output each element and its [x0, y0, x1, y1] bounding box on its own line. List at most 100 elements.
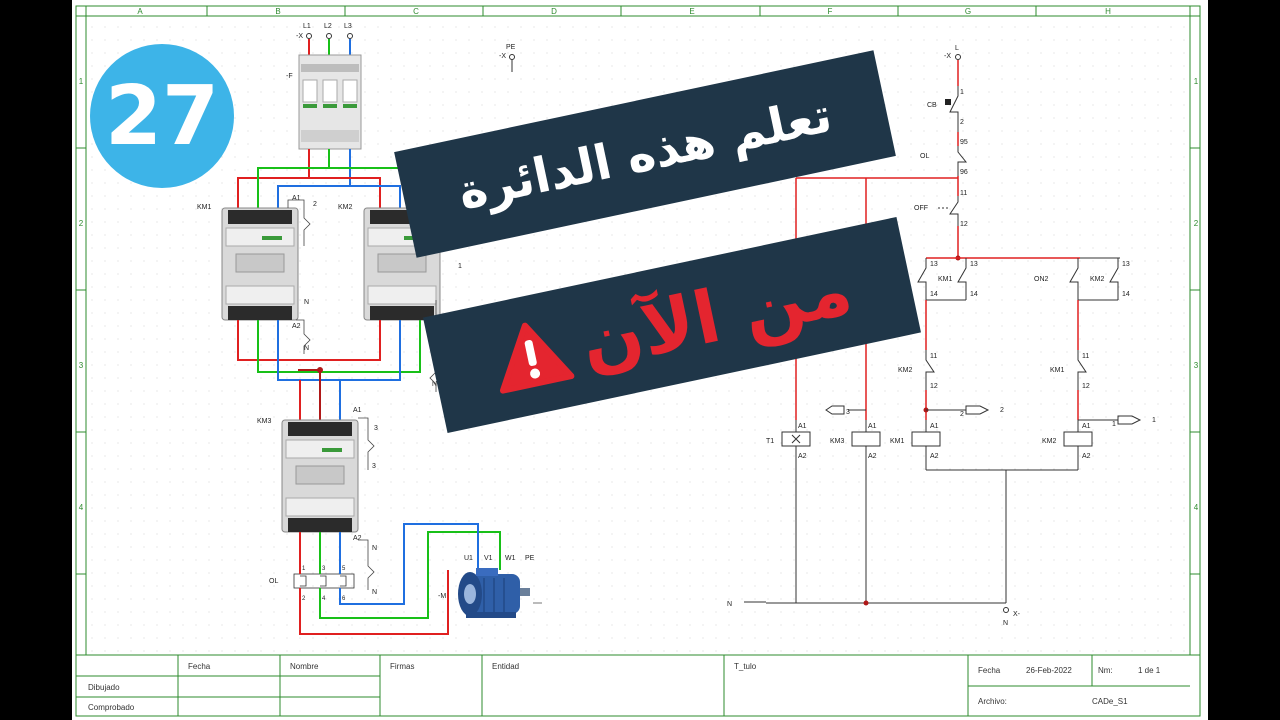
grid-col-d: D: [551, 7, 557, 16]
km2-label: KM2: [338, 204, 353, 211]
grid-col-e: E: [689, 7, 694, 16]
km3-a1-label: A1: [353, 407, 362, 414]
contactor-km3: [281, 419, 359, 533]
km2-coil-label: KM2: [1042, 438, 1057, 445]
km2-coil: [1063, 431, 1093, 447]
grid-col-b: B: [275, 7, 280, 16]
grid-row-3: 3: [79, 361, 84, 370]
motor: [458, 568, 530, 618]
overload-relay-symbol: [293, 573, 355, 589]
grid-row-1-right: 1: [1194, 77, 1199, 86]
arrow-1-b: 1: [1152, 417, 1156, 424]
grid-col-h: H: [1105, 7, 1111, 16]
tb-fecha: Fecha: [188, 662, 211, 671]
arrow-2-a: 2: [960, 411, 964, 418]
arrow-2-b: 2: [1000, 407, 1004, 414]
km2-coil-a1: A1: [1082, 423, 1091, 430]
episode-badge: 27: [90, 44, 234, 188]
breaker-label: -F: [286, 73, 293, 80]
tb-fecha-right: Fecha: [978, 666, 1001, 675]
km3-label: KM3: [257, 418, 272, 425]
warning-icon: [499, 322, 575, 394]
neutral-left: N: [727, 601, 732, 608]
control-l-label: L: [955, 45, 959, 52]
off-label: OFF: [914, 205, 928, 212]
km2-nc-label: KM2: [898, 367, 913, 374]
cb-label: CB: [927, 102, 937, 109]
grid-col-f: F: [828, 7, 833, 16]
km1-hold-label: KM1: [938, 276, 953, 283]
x-terminal: X-: [1013, 611, 1021, 618]
grid-row-4-right: 4: [1194, 503, 1199, 512]
km1-coil-a2: A2: [930, 453, 939, 460]
tb-num-value: 1 de 1: [1138, 666, 1161, 675]
km3-n-label: N: [372, 545, 377, 552]
km1-nc-label: KM1: [1050, 367, 1065, 374]
km2-nc-12: 12: [930, 383, 938, 390]
on2-label: ON2: [1034, 276, 1049, 283]
km1-a2-label: A2: [292, 323, 301, 330]
on1-term-13b: 13: [970, 261, 978, 268]
contactor-km1: [221, 207, 299, 321]
motor-u1: U1: [464, 555, 473, 562]
neutral-bottom: N: [1003, 620, 1008, 627]
motor-v1: V1: [484, 555, 493, 562]
phase-l3-label: L3: [344, 23, 352, 30]
phase-l1-label: L1: [303, 23, 311, 30]
title-banner-bottom: من الآن: [423, 216, 921, 434]
ol-term-3: 3: [322, 566, 326, 572]
tb-firmas: Firmas: [390, 662, 414, 671]
motor-pe: PE: [525, 555, 535, 562]
km1-aux-num: 2: [313, 201, 317, 208]
arrow-1-a: 1: [1112, 421, 1116, 428]
ol-term-6: 6: [342, 596, 346, 602]
grid-row-4: 4: [79, 503, 84, 512]
ol-term-2: 2: [302, 596, 306, 602]
title-block: [75, 654, 1201, 717]
circuit-breaker: [298, 54, 362, 150]
km1-coil-a1: A1: [930, 423, 939, 430]
km3-coil-a1: A1: [868, 423, 877, 430]
km3-aux-num-b: 3: [372, 463, 376, 470]
on2-term-13: 13: [1122, 261, 1130, 268]
tb-comprobado: Comprobado: [88, 703, 135, 712]
tb-dibujado: Dibujado: [88, 683, 120, 692]
km3-n-label-b: N: [372, 589, 377, 596]
grid-col-c: C: [413, 7, 419, 16]
ol-label: OL: [269, 578, 278, 585]
km1-a1-label: A1: [292, 195, 301, 202]
tb-archivo-value: CADe_S1: [1092, 697, 1128, 706]
t1-a2: A2: [798, 453, 807, 460]
pe-x-label: -X: [499, 53, 506, 60]
km3-coil-label: KM3: [830, 438, 845, 445]
tb-titulo: T_tulo: [734, 662, 757, 671]
km1-nc-12: 12: [1082, 383, 1090, 390]
km1-coil-label: KM1: [890, 438, 905, 445]
km1-aux-n: N: [304, 299, 309, 306]
pe-label: PE: [506, 44, 516, 51]
cb-term-2: 2: [960, 119, 964, 126]
ol-term-5: 5: [342, 566, 346, 572]
km3-aux-num: 3: [374, 425, 378, 432]
km3-coil-a2: A2: [868, 453, 877, 460]
grid-col-g: G: [965, 7, 971, 16]
ol-term-4: 4: [322, 596, 326, 602]
control-x-label: -X: [944, 53, 951, 60]
grid-col-a: A: [137, 7, 143, 16]
tb-num-label: Nm:: [1098, 666, 1113, 675]
km2-coil-a2: A2: [1082, 453, 1091, 460]
off-term-11: 11: [960, 190, 967, 197]
on1-term-14b: 14: [970, 291, 978, 298]
motor-label: -M: [438, 593, 446, 600]
power-x-label: -X: [296, 33, 303, 40]
tb-nombre: Nombre: [290, 662, 319, 671]
t1-a1: A1: [798, 423, 807, 430]
ol-term-96: 96: [960, 169, 968, 176]
grid-row-2-right: 2: [1194, 219, 1199, 228]
on2-term-14: 14: [1122, 291, 1130, 298]
ol-control-label: OL: [920, 153, 929, 160]
arrow-3: 3: [846, 409, 850, 416]
km2-aux-num: 1: [458, 263, 462, 270]
tb-date-value: 26-Feb-2022: [1026, 666, 1072, 675]
